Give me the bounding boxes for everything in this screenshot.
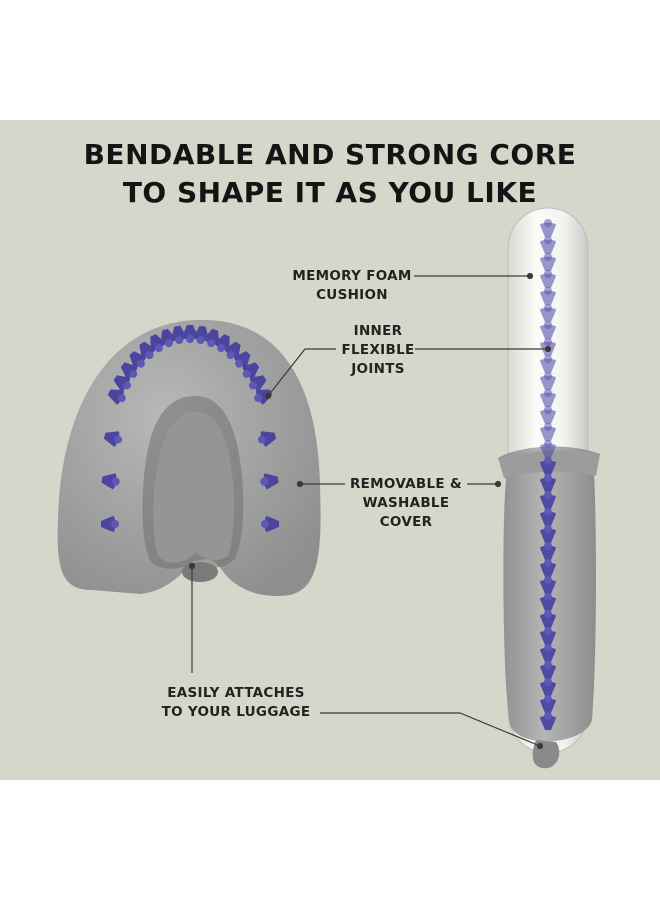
joint-segment [540, 661, 556, 679]
joint-segment [540, 576, 556, 594]
joint-segment [257, 431, 277, 447]
joint-segment [540, 457, 556, 475]
joint-segment [540, 712, 556, 730]
callout-inner-flexible-joints: INNER FLEXIBLE JOINTS [341, 323, 415, 377]
joint-segment [139, 341, 156, 360]
joint-segment [540, 253, 556, 271]
joint-segment [150, 334, 166, 353]
joint-segment [540, 610, 556, 628]
joint-segment [540, 389, 556, 407]
joint-segment [540, 525, 556, 543]
joint-segment [540, 542, 556, 560]
pillow-joint-chain [101, 325, 279, 532]
joint-segment [107, 389, 126, 405]
callout-lines [188, 272, 552, 750]
joint-segment [260, 473, 279, 490]
joint-segment [540, 219, 556, 237]
joint-segment [540, 236, 556, 254]
callout-removable-cover: REMOVABLE & WASHABLE COVER [349, 476, 463, 530]
joint-segment [540, 440, 556, 458]
joint-segment [540, 695, 556, 713]
straight-joint-chain [540, 219, 556, 730]
headline-line-2: TO SHAPE IT AS YOU LIKE [122, 176, 538, 209]
joint-segment [540, 321, 556, 339]
joint-segment [540, 644, 556, 662]
joint-segment [234, 351, 251, 368]
product-panel: BENDABLE AND STRONG CORE TO SHAPE IT AS … [0, 120, 660, 780]
joint-segment [261, 516, 279, 532]
u-pillow [57, 319, 321, 596]
joint-segment [540, 678, 556, 696]
straight-pillow [498, 207, 600, 769]
joint-segment [120, 362, 138, 379]
joint-segment [540, 304, 556, 322]
callout-luggage-attach: EASILY ATTACHES TO YOUR LUGGAGE [161, 685, 311, 720]
joint-segment [204, 328, 220, 348]
joint-segment [540, 270, 556, 288]
joint-segment [540, 372, 556, 390]
joint-segment [224, 341, 241, 360]
joint-segment [101, 516, 119, 532]
joint-segment [113, 375, 131, 392]
joint-segment [214, 334, 230, 353]
joint-segment [101, 473, 120, 490]
joint-segment [540, 474, 556, 492]
joint-segment [242, 362, 260, 379]
joint-segment [540, 423, 556, 441]
joint-segment [540, 355, 556, 373]
joint-segment [249, 375, 267, 392]
joint-segment [103, 431, 123, 447]
callout-memory-foam: MEMORY FOAM CUSHION [292, 268, 412, 303]
joint-segment [540, 627, 556, 645]
joint-segment [540, 287, 556, 305]
joint-segment [193, 325, 209, 345]
joint-segment [540, 491, 556, 509]
joint-segment [540, 593, 556, 611]
product-illustration [57, 207, 600, 769]
joint-segment [540, 559, 556, 577]
headline-line-1: BENDABLE AND STRONG CORE [83, 138, 577, 171]
joint-segment [160, 328, 176, 348]
joint-segment [540, 508, 556, 526]
joint-segment [540, 406, 556, 424]
